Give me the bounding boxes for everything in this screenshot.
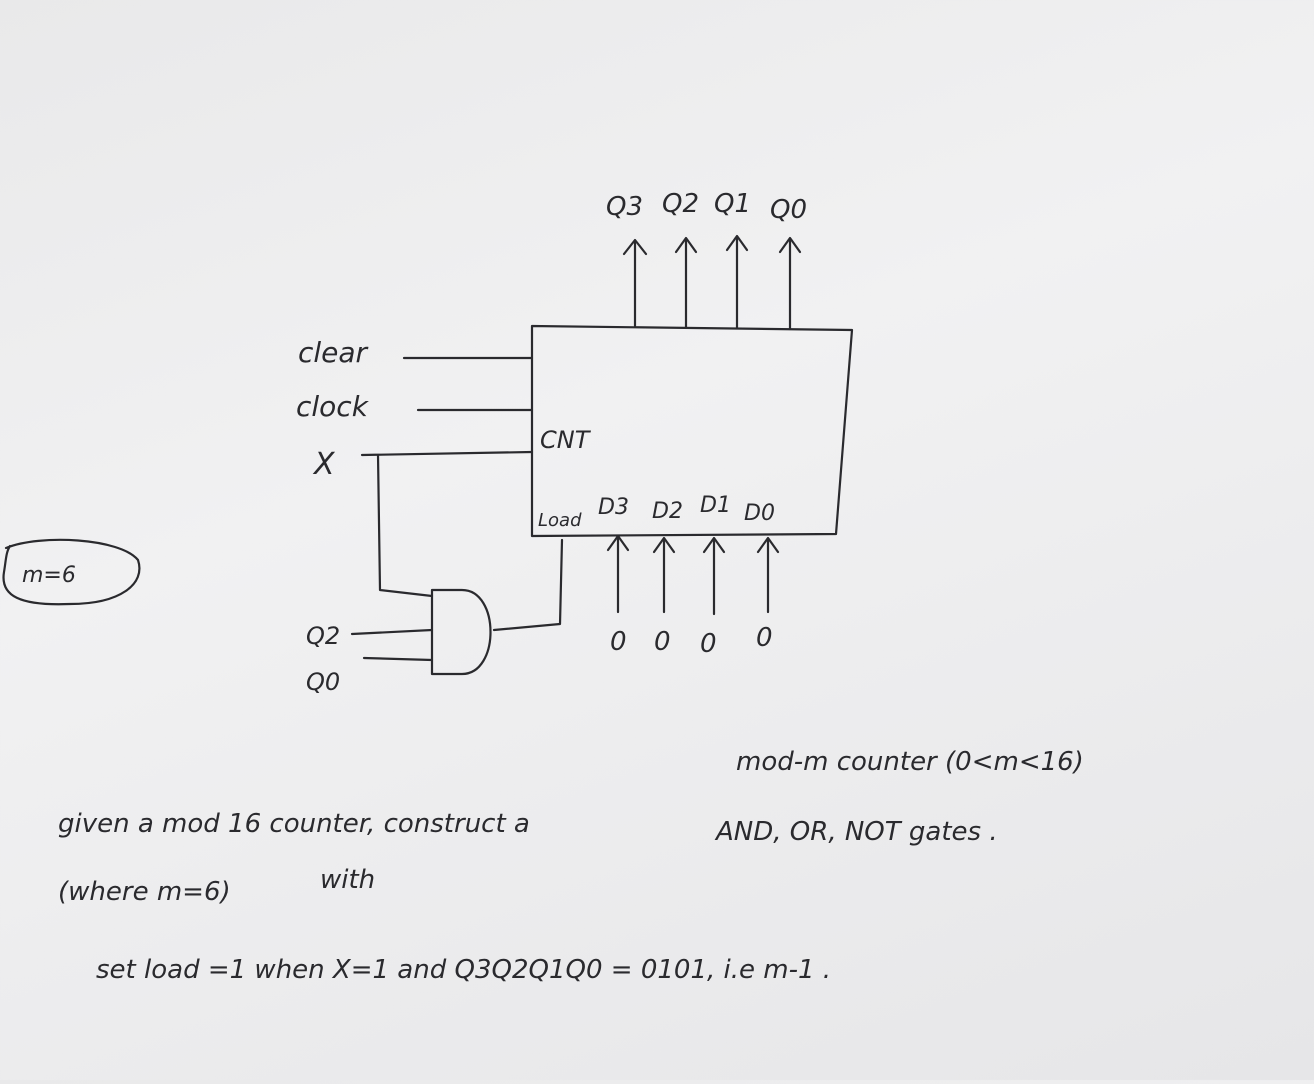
left-inputs: clear clock X (296, 336, 534, 598)
clear-label: clear (298, 336, 369, 369)
x-wire (360, 450, 534, 457)
x-to-and-wire (376, 453, 434, 598)
d0-label: D0 (744, 501, 775, 526)
d2-label: D2 (652, 499, 683, 524)
note-line3-b: with (320, 865, 375, 895)
note-line3-a: (where m=6) (58, 877, 231, 907)
note-line2: given a mod 16 counter, construct a (58, 809, 530, 839)
d2-value: 0 (654, 627, 671, 657)
output-label-q2: Q2 (662, 189, 699, 219)
note-line2-tail: AND, OR, NOT gates . (714, 817, 998, 847)
circled-note: m=6 (2, 538, 141, 606)
output-arrows (622, 234, 802, 331)
load-label: Load (538, 510, 582, 531)
and-to-load-wire (492, 538, 564, 632)
d3-label: D3 (598, 495, 629, 520)
clock-label: clock (296, 390, 370, 423)
d1-value: 0 (700, 629, 717, 659)
q2-wire (350, 628, 434, 636)
problem-statement: mod-m counter (0<m<16) given a mod 16 co… (58, 747, 1084, 985)
gate-input-q2: Q2 (306, 622, 340, 650)
gate-input-q0: Q0 (306, 668, 340, 696)
and-gate (430, 588, 492, 676)
d0-value: 0 (756, 623, 773, 653)
d1-label: D1 (700, 493, 731, 518)
note-line1: mod-m counter (0<m<16) (736, 747, 1084, 777)
data-values: 0 0 0 0 (610, 623, 773, 659)
data-input-labels: D3 D2 D1 D0 (598, 493, 775, 526)
output-labels: Q3 Q2 Q1 Q0 (606, 189, 807, 225)
data-input-arrows (606, 534, 780, 616)
output-label-q0: Q0 (770, 195, 807, 225)
q0-wire (362, 656, 434, 662)
counter-block (530, 324, 854, 538)
note-line4: set load =1 when X=1 and Q3Q2Q1Q0 = 0101… (96, 955, 831, 985)
x-label: X (312, 447, 336, 482)
output-label-q1: Q1 (714, 189, 751, 219)
d3-value: 0 (610, 627, 627, 657)
circled-note-text: m=6 (22, 563, 76, 588)
cnt-label: CNT (540, 426, 592, 454)
output-label-q3: Q3 (606, 192, 643, 222)
